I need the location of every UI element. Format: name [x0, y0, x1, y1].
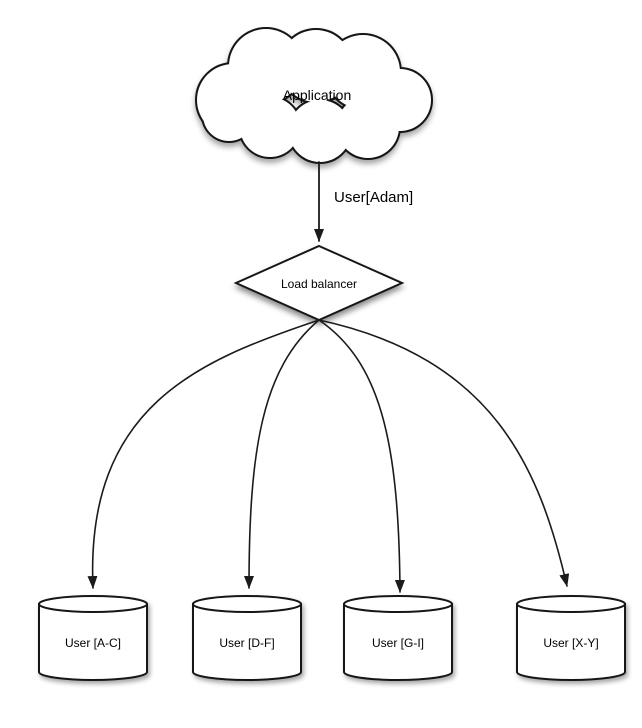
db-cylinder-user-a-c: User [A-C]	[38, 595, 148, 681]
edge-loadbalancer-to-shard-g-i	[318, 319, 405, 593]
edge-loadbalancer-to-shard-x-y	[318, 319, 570, 587]
db-cylinder-user-d-f: User [D-F]	[192, 595, 302, 681]
db-cylinder-user-g-i: User [G-I]	[343, 595, 453, 681]
application-label: Application	[283, 87, 352, 103]
edges-loadbalancer-to-shards	[87, 319, 570, 593]
edge-loadbalancer-to-shard-d-f	[244, 319, 320, 589]
db-cylinder-user-x-y: User [X-Y]	[516, 595, 626, 681]
edge-loadbalancer-to-shard-a-c	[87, 319, 320, 589]
shard-label-x-y: User [X-Y]	[543, 636, 598, 650]
shard-label-a-c: User [A-C]	[65, 636, 121, 650]
shard-label-g-i: User [G-I]	[372, 636, 424, 650]
load-balancer-label: Load balancer	[281, 277, 357, 291]
edge-label-user-adam: User[Adam]	[334, 189, 413, 206]
shard-label-d-f: User [D-F]	[219, 636, 274, 650]
application-cloud-shape	[195, 27, 433, 164]
